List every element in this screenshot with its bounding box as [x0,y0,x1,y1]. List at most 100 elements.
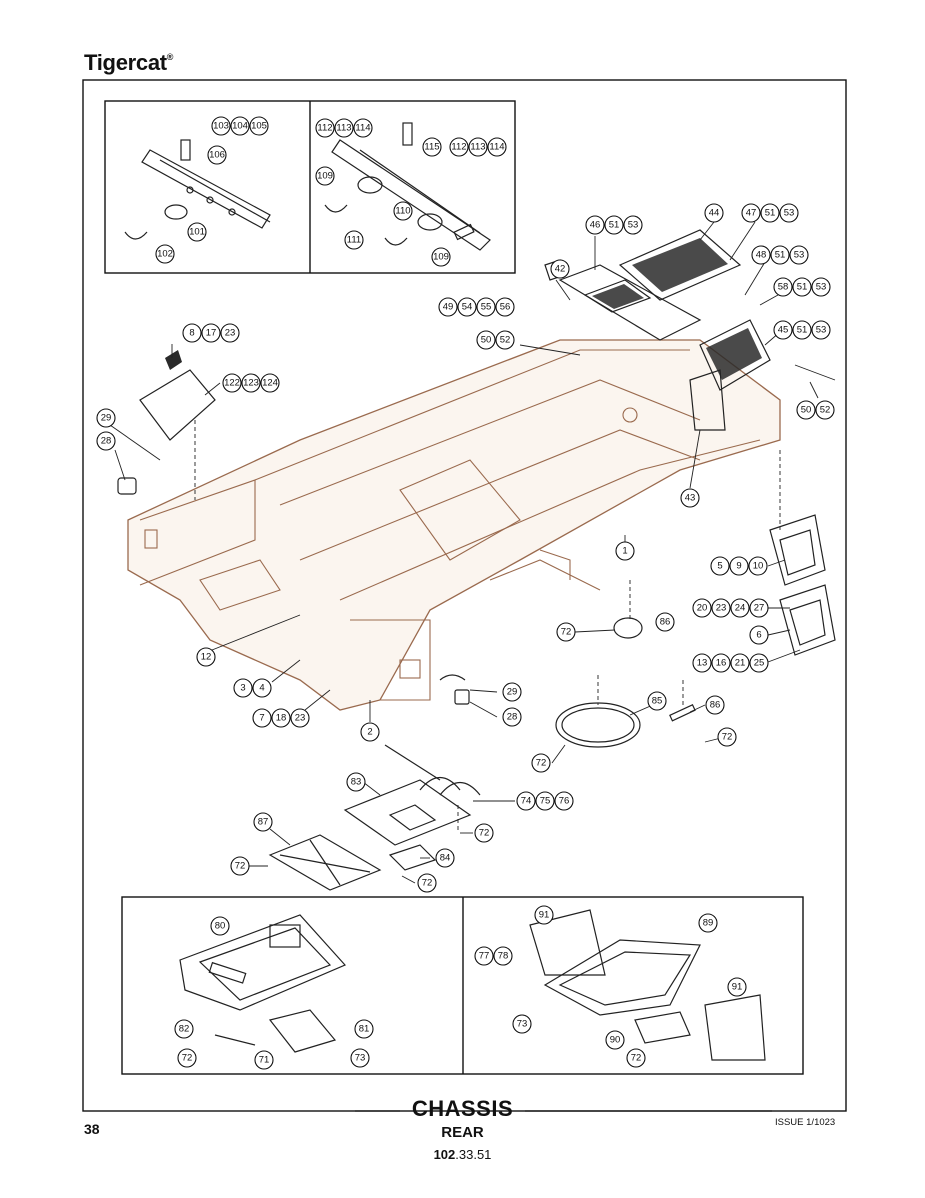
callout-4: 4 [252,678,272,698]
callout-83: 83 [346,772,366,792]
page-title: CHASSIS [411,1096,514,1121]
callout-103: 103 [211,116,231,136]
callout-43: 43 [680,488,700,508]
callout-49: 49 [438,297,458,317]
svg-text:90: 90 [610,1035,621,1046]
svg-text:109: 109 [433,252,449,263]
callout-3: 3 [233,678,253,698]
left-guard [117,350,216,500]
callout-84: 84 [435,848,455,868]
page-subtitle: REAR [441,1124,484,1141]
svg-text:110: 110 [395,206,410,217]
page-number: 38 [84,1121,100,1137]
callout-51d: 51 [792,277,812,297]
callout-75: 75 [535,791,555,811]
callout-18: 18 [271,708,291,728]
callout-89: 89 [698,913,718,933]
callout-112a: 112 [315,118,335,138]
svg-text:54: 54 [462,302,473,313]
svg-text:114: 114 [355,123,370,134]
svg-text:114: 114 [489,142,504,153]
callout-72c: 72 [531,753,551,773]
callout-58: 58 [773,277,793,297]
callout-72e: 72 [230,856,250,876]
brand-logo: Tigercat® [84,50,173,76]
svg-text:73: 73 [517,1019,528,1030]
svg-text:53: 53 [816,325,827,336]
svg-text:91: 91 [539,910,550,921]
svg-text:42: 42 [555,264,566,275]
callout-56: 56 [495,297,515,317]
callout-51a: 51 [760,203,780,223]
svg-text:20: 20 [697,603,708,614]
svg-text:56: 56 [500,302,511,313]
issue-label: ISSUE 1/1023 [775,1117,836,1128]
callout-111: 111 [344,230,364,250]
callout-51b: 51 [604,215,624,235]
chassis-frame-drawing [127,339,781,711]
svg-text:113: 113 [336,123,351,134]
callout-53c: 53 [789,245,809,265]
svg-text:50: 50 [801,405,812,416]
svg-text:4: 4 [259,683,264,694]
callout-50a: 50 [476,330,496,350]
svg-text:112: 112 [317,123,332,134]
callout-7: 7 [252,708,272,728]
svg-text:47: 47 [746,208,757,219]
svg-text:10: 10 [753,561,764,572]
callout-86b: 86 [705,695,725,715]
callout-101: 101 [187,222,207,242]
callout-72g: 72 [177,1048,197,1068]
callout-51c: 51 [770,245,790,265]
svg-text:8: 8 [189,328,194,339]
callout-104: 104 [230,116,250,136]
svg-text:113: 113 [470,142,485,153]
callout-45: 45 [773,320,793,340]
svg-text:104: 104 [232,121,248,132]
svg-text:18: 18 [276,713,287,724]
svg-text:51: 51 [765,208,776,219]
svg-text:80: 80 [215,921,226,932]
svg-text:46: 46 [590,220,601,231]
callout-115: 115 [422,137,442,157]
callout-50b: 50 [796,400,816,420]
svg-text:72: 72 [182,1053,193,1064]
callout-74: 74 [516,791,536,811]
svg-text:105: 105 [251,121,267,132]
callout-10: 10 [748,556,768,576]
callout-2: 2 [360,722,380,742]
callout-102: 102 [155,244,175,264]
step-assembly [519,229,836,431]
svg-text:83: 83 [351,777,362,788]
callout-1: 1 [615,541,635,561]
svg-text:77: 77 [479,951,490,962]
svg-text:43: 43 [685,493,696,504]
callout-124: 124 [260,373,280,393]
svg-text:123: 123 [243,378,259,389]
svg-text:101: 101 [189,227,205,238]
svg-text:17: 17 [206,328,217,339]
svg-text:71: 71 [259,1055,270,1066]
callout-29a: 29 [96,408,116,428]
svg-text:82: 82 [179,1024,190,1035]
callout-81: 81 [354,1019,374,1039]
callout-105: 105 [249,116,269,136]
svg-text:21: 21 [735,658,746,669]
svg-text:72: 72 [561,627,572,638]
leader-lines [109,221,819,884]
callout-109a: 109 [315,166,335,186]
svg-text:112: 112 [451,142,466,153]
callout-53e: 53 [811,320,831,340]
diagram-frame [82,79,847,1112]
callout-27: 27 [749,598,769,618]
callout-73a: 73 [350,1048,370,1068]
registered-mark: ® [166,52,174,62]
callout-44: 44 [704,203,724,223]
svg-text:89: 89 [703,918,714,929]
cover-plates [439,580,696,748]
svg-text:53: 53 [816,282,827,293]
svg-text:29: 29 [101,413,112,424]
callout-48: 48 [751,245,771,265]
callout-76: 76 [554,791,574,811]
svg-text:52: 52 [500,335,511,346]
